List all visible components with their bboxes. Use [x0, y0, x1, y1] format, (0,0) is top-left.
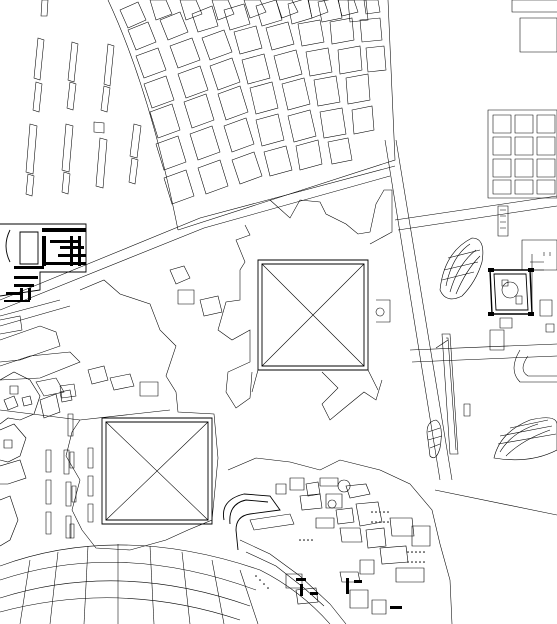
left-scattered-blocks — [0, 265, 223, 399]
bottom-radial-grid — [0, 544, 331, 624]
curved-building-strips — [25, 0, 142, 197]
right-edge-details — [543, 252, 555, 333]
left-dense-cluster — [0, 371, 73, 547]
rowhouse-strips — [45, 413, 94, 539]
fortified-building-right — [488, 254, 553, 317]
rectangular-grid-block — [487, 0, 557, 271]
palace-complex-left — [0, 223, 87, 327]
ruin-complex — [222, 457, 453, 624]
radial-grid-district — [107, 0, 396, 231]
large-square-monument — [217, 189, 393, 421]
hatched-oval-small — [426, 419, 443, 459]
hatched-mound-upper — [439, 237, 484, 300]
small-square-monument — [65, 279, 219, 551]
hatched-mound-lower — [493, 417, 557, 461]
road-network — [0, 139, 557, 516]
spine-columns — [435, 317, 513, 455]
